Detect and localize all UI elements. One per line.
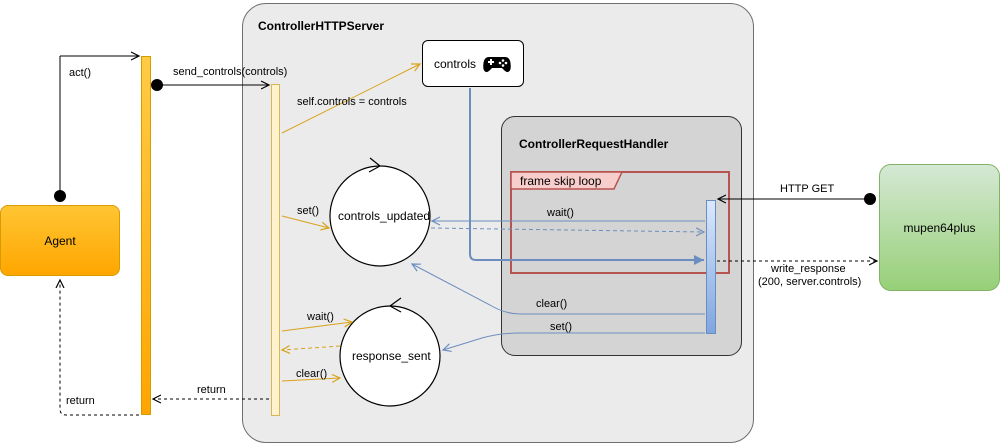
wait-response-label: wait() — [307, 311, 334, 323]
server-title: ControllerHTTPServer — [258, 19, 385, 33]
set-response-label: set() — [550, 321, 572, 333]
agent-label: Agent — [44, 233, 76, 248]
emulator-label: mupen64plus — [903, 220, 976, 235]
write-response-label-2: (200, server.controls) — [758, 276, 862, 288]
write-response-label-1: write_response — [771, 263, 846, 275]
controls-updated-label: controls_updated — [338, 209, 431, 223]
set-response-arrow — [443, 332, 705, 350]
set-updated-label: set() — [297, 205, 319, 217]
http-get-label: HTTP GET — [780, 183, 835, 195]
agent-box: Agent — [0, 205, 120, 276]
handler-title: ControllerRequestHandler — [519, 137, 669, 151]
clear-updated-arrow — [412, 264, 705, 315]
updated-notify-arrow — [430, 228, 704, 232]
http-get-arrow — [718, 193, 876, 205]
response-notify-arrow — [282, 346, 341, 350]
server-activation-bar — [271, 84, 280, 416]
loop-label: frame skip loop — [520, 174, 602, 188]
agent-activation-bar — [141, 56, 151, 415]
return-agent-arrow — [60, 280, 139, 416]
controls-box: controls — [422, 40, 524, 87]
clear-response-arrow — [281, 378, 340, 381]
clear-response-label: clear() — [296, 368, 328, 380]
clear-updated-label: clear() — [536, 298, 568, 310]
response-sent-label: response_sent — [352, 349, 431, 363]
assign-controls-arrow — [281, 64, 420, 134]
send-controls-arrow — [151, 79, 269, 91]
act-label: act() — [69, 67, 91, 79]
send-controls-label: send_controls(controls) — [173, 66, 288, 78]
handler-activation-bar — [706, 200, 716, 334]
set-updated-arrow — [281, 215, 329, 228]
gamepad-icon — [483, 56, 511, 72]
controls-updated-circle — [329, 157, 431, 267]
assign-controls-label: self.controls = controls — [297, 96, 407, 108]
controls-to-handler-arrow — [469, 88, 704, 265]
controls-label: controls — [433, 56, 477, 71]
loop-tab — [511, 172, 623, 190]
wait-updated-label: wait() — [547, 207, 574, 219]
return-agent-label: return — [66, 395, 95, 407]
response-sent-circle — [339, 297, 441, 407]
act-arrow — [54, 56, 139, 202]
emulator-box: mupen64plus — [879, 164, 1000, 291]
return-server-label: return — [197, 384, 226, 396]
wait-response-arrow — [281, 322, 352, 332]
